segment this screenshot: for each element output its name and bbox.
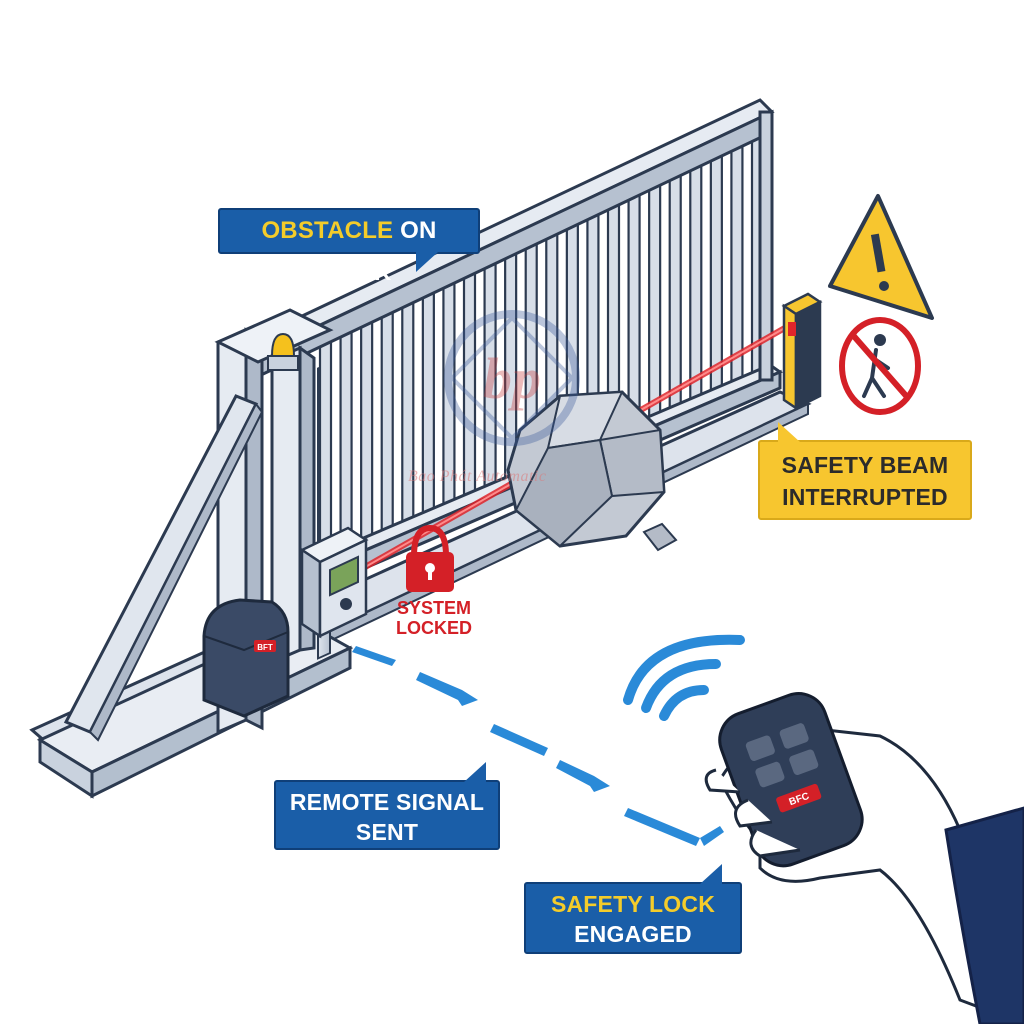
motor-badge: BFT — [257, 643, 273, 652]
gate-bar — [360, 320, 374, 544]
callout-remote-line2: SENT — [355, 819, 419, 845]
callout-beam-line1: SAFETY BEAM — [781, 452, 949, 478]
gate-bar — [730, 146, 744, 386]
callout-pointer — [416, 252, 438, 272]
no-pedestrian-icon — [839, 317, 921, 415]
gate-bar — [648, 184, 662, 421]
callout-safety-lock: SAFETY LOCK ENGAGED — [524, 864, 742, 954]
callout-safety-beam: SAFETY BEAM INTERRUPTED — [758, 422, 972, 520]
gate-bar — [627, 194, 641, 430]
callout-beam-line2: INTERRUPTED — [782, 484, 948, 510]
gate-bar — [689, 165, 703, 404]
signal-path-arrow — [352, 646, 724, 846]
gate-bar — [401, 301, 415, 526]
watermark-monogram: bp — [483, 346, 541, 411]
gate-bar — [339, 330, 353, 552]
hand-with-remote: BFC — [704, 692, 1024, 1024]
beacon-light-icon — [267, 332, 299, 371]
gate-bar — [380, 310, 394, 535]
callout-obstacle-rest: ON TRACK — [306, 217, 437, 286]
callout-lock-line1: SAFETY LOCK — [550, 891, 716, 917]
system-locked-line1: SYSTEM — [396, 598, 471, 618]
gate-bar — [462, 272, 477, 500]
callout-pointer — [700, 864, 722, 884]
system-locked-line2: LOCKED — [396, 618, 472, 638]
callout-pointer — [778, 422, 800, 442]
callout-pointer — [464, 762, 486, 782]
gate-bar — [318, 340, 333, 561]
watermark-text: Bao Phát Automatic — [408, 468, 547, 485]
photocell-post — [781, 292, 823, 411]
gate-motor: BFT — [202, 598, 290, 718]
wireless-signal-icon — [623, 634, 745, 721]
padlock-icon — [406, 524, 454, 592]
warning-triangle-icon — [828, 194, 934, 320]
rock-obstacle — [506, 390, 678, 552]
callout-remote-signal: REMOTE SIGNAL SENT — [274, 762, 500, 850]
remote-control: BFC — [718, 692, 864, 868]
watermark-logo: bp — [444, 310, 580, 446]
callout-obstacle-highlight: OBSTACLE — [261, 217, 394, 244]
control-box — [299, 526, 369, 639]
callout-lock-line2: ENGAGED — [574, 921, 692, 947]
callout-obstacle-on-track: OBSTACLE ON TRACK — [218, 208, 480, 286]
system-locked-label: SYSTEM LOCKED — [384, 598, 484, 638]
callout-remote-line1: REMOTE SIGNAL — [289, 789, 485, 815]
gate-bar — [709, 155, 723, 395]
gate-bar — [668, 175, 682, 412]
